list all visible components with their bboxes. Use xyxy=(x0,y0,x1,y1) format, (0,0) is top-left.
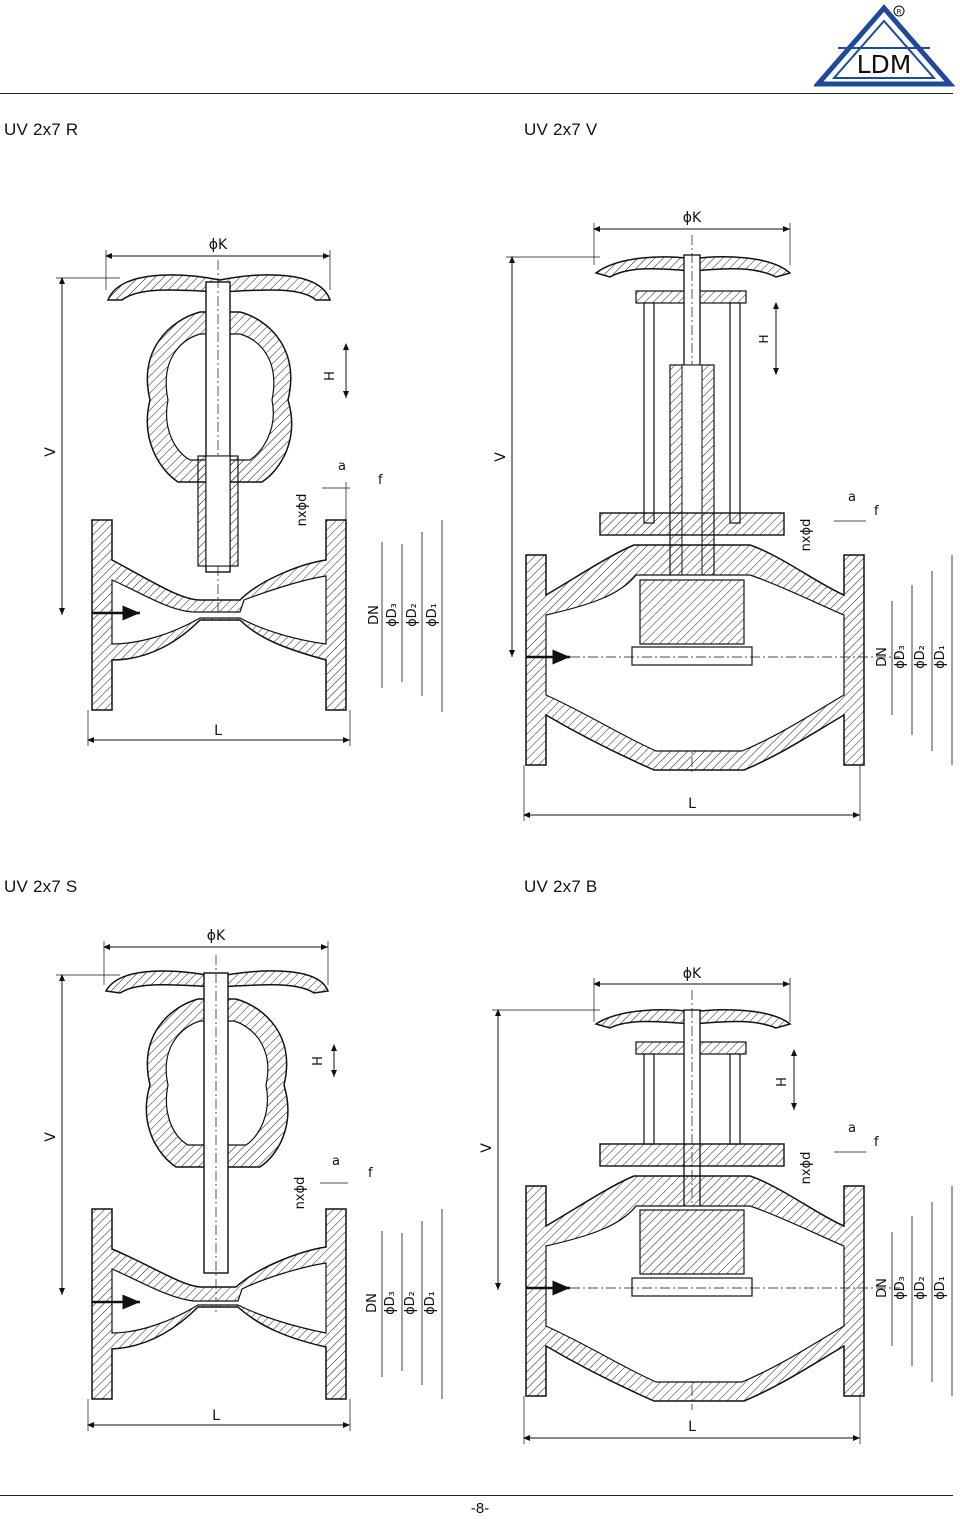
dim-h: H xyxy=(757,334,771,343)
dim-d2: ϕD₂ xyxy=(913,1276,928,1300)
dim-dn: DN xyxy=(365,1293,380,1313)
dim-d1: ϕD₁ xyxy=(933,645,948,669)
dim-k: ϕK xyxy=(209,237,228,253)
dim-l: L xyxy=(688,1419,696,1435)
dim-nd: nxϕd xyxy=(799,519,814,552)
dim-h: H xyxy=(323,371,338,381)
dim-h: H xyxy=(311,1056,326,1066)
dim-a: a xyxy=(848,1121,856,1136)
dim-d3: ϕD₃ xyxy=(893,645,908,669)
page-number: -8- xyxy=(470,1500,490,1517)
dim-nd: nxϕd xyxy=(293,1177,308,1210)
dim-d1: ϕD₁ xyxy=(933,1276,948,1300)
drawing-uv-2x7-v: ϕK V H a f nxϕd DN ϕD₃ ϕD₂ ϕD₁ L xyxy=(493,210,953,821)
dim-d2: ϕD₂ xyxy=(405,603,420,627)
dim-nd: nxϕd xyxy=(295,494,310,527)
ldm-logo: LDM R xyxy=(812,4,956,88)
dim-d1: ϕD₁ xyxy=(425,603,440,627)
dim-h: H xyxy=(775,1077,790,1087)
dim-d3: ϕD₃ xyxy=(383,1291,398,1315)
dim-dn: DN xyxy=(875,647,890,667)
dim-dn: DN xyxy=(875,1278,890,1298)
dim-a: a xyxy=(332,1154,340,1169)
dim-d1: ϕD₁ xyxy=(423,1291,438,1315)
registered-mark: R xyxy=(897,8,902,16)
dim-k: ϕK xyxy=(683,210,702,226)
drawing-uv-2x7-r: ϕK V H a f nxϕd DN ϕD₃ ϕD₂ ϕD₁ L xyxy=(43,237,443,746)
footer-rule xyxy=(0,1495,953,1496)
dim-f: f xyxy=(874,1135,879,1150)
dim-f: f xyxy=(874,504,879,519)
dim-d3: ϕD₃ xyxy=(385,603,400,627)
dim-f: f xyxy=(368,1166,373,1181)
drawing-uv-2x7-b: ϕK V H a f nxϕd DN ϕD₃ ϕD₂ ϕD₁ L xyxy=(479,966,953,1444)
dim-a: a xyxy=(848,490,856,505)
dim-v: V xyxy=(493,452,509,462)
drawing-title-b: UV 2x7 B xyxy=(524,877,598,896)
dim-d2: ϕD₂ xyxy=(403,1291,418,1315)
dim-k: ϕK xyxy=(207,928,226,944)
drawing-uv-2x7-s: ϕK V H a f nxϕd DN ϕD₃ ϕD₂ ϕD₁ L xyxy=(43,928,443,1431)
dim-l: L xyxy=(214,723,222,739)
header-rule xyxy=(0,93,953,94)
dim-l: L xyxy=(688,796,696,812)
dim-d2: ϕD₂ xyxy=(913,645,928,669)
dim-f: f xyxy=(378,473,383,488)
dim-v: V xyxy=(43,447,59,457)
dim-dn: DN xyxy=(367,605,382,625)
drawing-title-s: UV 2x7 S xyxy=(4,877,78,896)
dim-v: V xyxy=(43,1132,59,1142)
dim-nd: nxϕd xyxy=(799,1152,814,1185)
dim-a: a xyxy=(338,459,346,474)
dim-l: L xyxy=(212,1408,220,1424)
dim-k: ϕK xyxy=(683,966,702,982)
dim-d3: ϕD₃ xyxy=(893,1276,908,1300)
drawing-title-r: UV 2x7 R xyxy=(4,120,79,139)
logo-text: LDM xyxy=(857,50,912,79)
dim-v: V xyxy=(479,1143,495,1153)
drawing-title-v: UV 2x7 V xyxy=(524,120,598,139)
